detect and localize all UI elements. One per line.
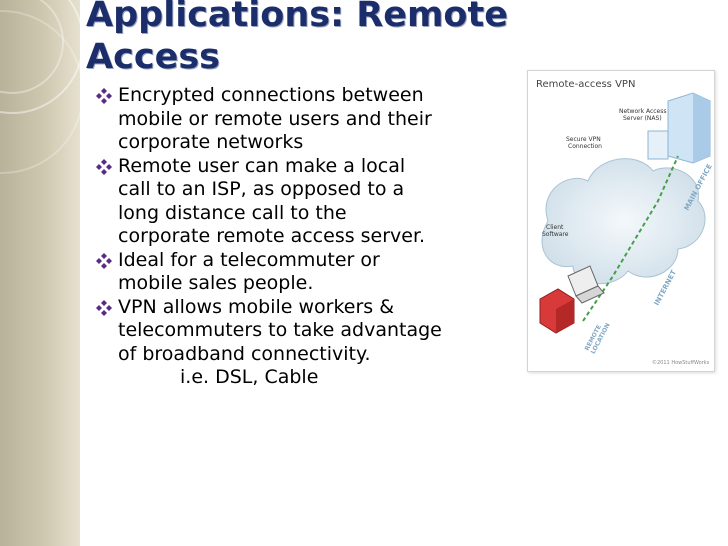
- bullet-sub-line: i.e. DSL, Cable: [180, 366, 319, 388]
- bullet-line: mobile sales people.: [118, 272, 314, 294]
- slide-title-line-2: Access: [86, 37, 220, 77]
- left-decorative-band: [0, 0, 80, 546]
- diamond-bullet-icon: [96, 299, 112, 316]
- client-laptop-icon: [567, 265, 605, 304]
- diamond-bullet-icon: [96, 158, 112, 175]
- bullet-line: telecommuters to take advantage: [118, 319, 442, 341]
- slide-title-line-1: Applications: Remote: [86, 0, 508, 35]
- figure-heading: Remote-access VPN: [536, 79, 635, 90]
- remote-location-house-icon: [539, 288, 575, 334]
- diamond-bullet-icon: [96, 88, 112, 104]
- bullet-line: long distance call to the: [118, 201, 347, 224]
- bullet-item: VPN allows mobile workers & telecommuter…: [96, 296, 516, 390]
- bullet-line: VPN allows mobile workers &: [118, 295, 395, 318]
- main-office-building-icon: [647, 92, 711, 164]
- bullet-item: Ideal for a telecommuter or mobile sales…: [96, 249, 516, 296]
- copyright-label: ©2011 HowStuffWorks: [652, 359, 710, 366]
- bullet-list: Encrypted connections between mobile or …: [96, 84, 516, 390]
- remote-location-label: REMOTELOCATION: [584, 319, 612, 355]
- bullet-line: Remote user can make a local: [118, 154, 406, 177]
- bullet-item: Encrypted connections between mobile or …: [96, 84, 516, 155]
- bullet-line: corporate remote access server.: [118, 225, 426, 247]
- bullet-item: Remote user can make a local call to an …: [96, 155, 516, 249]
- bullet-line: mobile or remote users and their: [118, 107, 432, 130]
- bullet-line: Encrypted connections between: [118, 84, 424, 106]
- bullet-line: corporate networks: [118, 131, 304, 153]
- diamond-bullet-icon: [96, 252, 112, 269]
- bullet-line: of broadband connectivity.: [118, 342, 371, 365]
- bullet-line: call to an ISP, as opposed to a: [118, 178, 405, 200]
- internet-cloud: [541, 158, 706, 285]
- slide-title: Applications: Remote Access: [86, 0, 508, 78]
- bullet-line: Ideal for a telecommuter or: [118, 248, 380, 271]
